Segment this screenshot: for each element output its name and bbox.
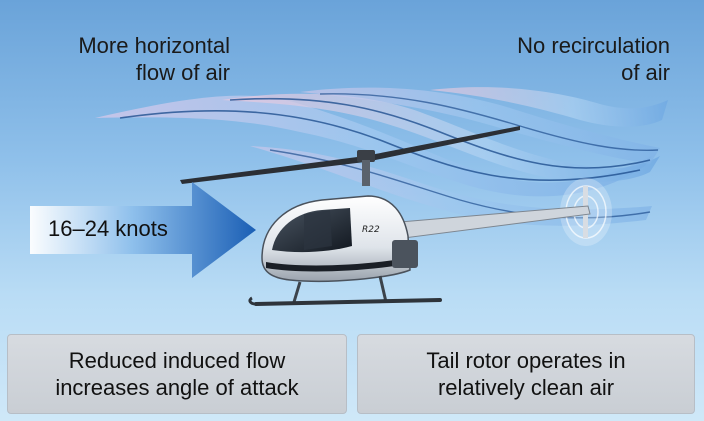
main-rotor — [180, 126, 520, 186]
caption-tail-rotor: Tail rotor operates in relatively clean … — [357, 334, 695, 414]
helicopter-marking: R22 — [362, 225, 380, 235]
label-no-recirculation: No recirculation of air — [517, 33, 670, 85]
caption-induced-flow: Reduced induced flow increases angle of … — [7, 334, 347, 414]
label-horizontal-flow: More horizontal flow of air — [78, 33, 230, 85]
airflow-sheets — [95, 87, 668, 226]
speed-label: 16–24 knots — [48, 216, 168, 241]
helicopter: R22 — [248, 195, 442, 306]
airflow-arrow — [30, 182, 256, 278]
